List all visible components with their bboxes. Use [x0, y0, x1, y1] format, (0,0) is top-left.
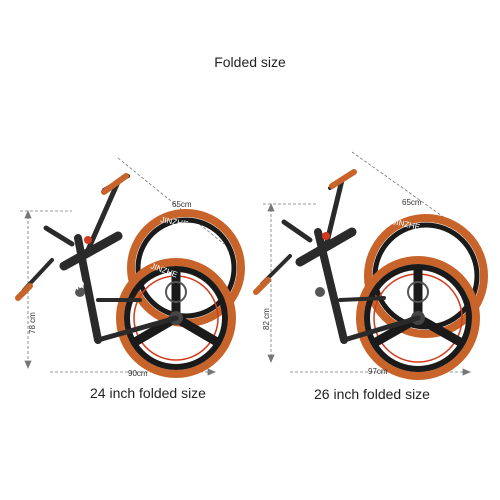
right-diagonal-dimension-label: 65cm [402, 198, 422, 207]
left-frame [22, 174, 179, 344]
right-frame-brand-text: JIASID [291, 268, 317, 301]
page-title: Folded size [214, 54, 286, 70]
right-height-dimension-label: 82 cm [262, 308, 271, 330]
left-width-dimension-label: 90cm [128, 369, 148, 378]
left-height-dimension-label: 78 cm [28, 312, 37, 334]
left-bike-caption: 24 inch folded size [90, 385, 206, 401]
right-width-dimension-label: 97cm [368, 367, 388, 376]
right-front-wheel [356, 256, 480, 380]
right-bike-caption: 26 inch folded size [314, 386, 430, 402]
left-diagonal-dimension-label: 65cm [172, 200, 192, 209]
right-handle-grips [253, 169, 357, 295]
right-frame [260, 172, 421, 344]
left-bike: JIASID JINZHE JINZHE [15, 157, 245, 378]
right-bike: JIASID JINZHE JINZHE [253, 151, 488, 380]
left-front-wheel [116, 258, 236, 378]
left-handle-grips [15, 173, 129, 301]
